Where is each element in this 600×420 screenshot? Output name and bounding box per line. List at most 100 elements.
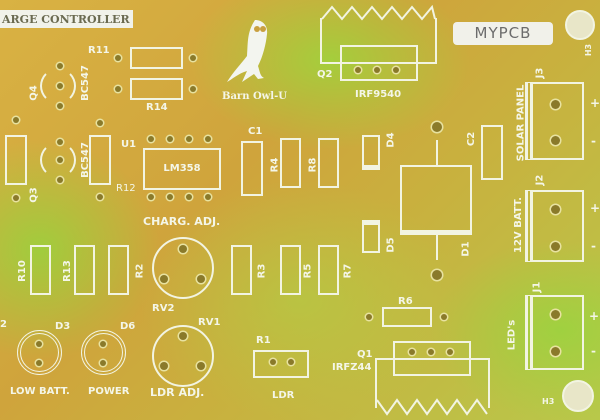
pad bbox=[13, 195, 19, 201]
r4-ref: R4 bbox=[269, 157, 281, 173]
brand-badge: MYPCB bbox=[453, 22, 553, 45]
connector-j3[interactable] bbox=[525, 82, 584, 160]
resistor-r3 bbox=[231, 245, 252, 295]
connector-j2[interactable] bbox=[525, 190, 584, 262]
q2-part: IRF9540 bbox=[355, 89, 402, 100]
pad bbox=[205, 194, 211, 200]
pad bbox=[13, 117, 19, 123]
r2-ref: R2 bbox=[134, 263, 146, 279]
pad bbox=[551, 100, 560, 109]
d6-ref: D6 bbox=[120, 321, 136, 332]
j2-plus: + bbox=[590, 201, 600, 215]
pad bbox=[441, 314, 447, 320]
capacitor-c1 bbox=[241, 141, 263, 196]
capacitor-c2 bbox=[481, 125, 503, 180]
j3-label: SOLAR PANEL bbox=[515, 84, 527, 162]
pad bbox=[186, 194, 192, 200]
left-edge-ref: 2 bbox=[0, 319, 7, 330]
title-banner: ARGE CONTROLLER bbox=[0, 10, 133, 28]
pad bbox=[148, 194, 154, 200]
j2-minus: - bbox=[591, 239, 596, 253]
resistor-r8 bbox=[318, 138, 339, 188]
pad bbox=[409, 349, 415, 355]
rv2-label: CHARG. ADJ. bbox=[143, 215, 221, 228]
d3-ref: D3 bbox=[55, 321, 71, 332]
j2-ref: J2 bbox=[534, 174, 546, 186]
pad bbox=[447, 349, 453, 355]
pad bbox=[167, 136, 173, 142]
pad bbox=[428, 349, 434, 355]
pad bbox=[366, 314, 372, 320]
d5-ref: D5 bbox=[385, 237, 397, 253]
pad bbox=[97, 194, 103, 200]
heatsink-q2 bbox=[320, 18, 437, 64]
resistor-r2 bbox=[108, 245, 129, 295]
resistor-r5 bbox=[280, 245, 301, 295]
resistor-r6 bbox=[382, 307, 432, 327]
d6-label: POWER bbox=[88, 386, 130, 397]
u1-part: LM358 bbox=[163, 163, 201, 174]
r7-ref: R7 bbox=[342, 263, 354, 279]
lead bbox=[436, 235, 438, 260]
potentiometer-rv2[interactable] bbox=[152, 237, 214, 299]
q2-ref: Q2 bbox=[317, 69, 333, 80]
transistor-q4 bbox=[40, 68, 76, 104]
pad bbox=[197, 275, 205, 283]
pad bbox=[551, 205, 560, 214]
led-d6 bbox=[81, 330, 126, 375]
r1-ref: R1 bbox=[256, 335, 271, 346]
q3-ref: Q3 bbox=[28, 187, 40, 203]
q4-ref: Q4 bbox=[28, 85, 40, 101]
r5-ref: R5 bbox=[302, 263, 314, 279]
j2-label: 12V BATT. bbox=[512, 197, 524, 253]
pad bbox=[374, 67, 380, 73]
pad bbox=[288, 359, 294, 365]
pad bbox=[551, 310, 560, 319]
resistor-r10 bbox=[30, 245, 51, 295]
heatsink-q1 bbox=[375, 358, 490, 408]
resistor-r7 bbox=[318, 245, 339, 295]
pad bbox=[57, 103, 63, 109]
pad bbox=[355, 67, 361, 73]
pad bbox=[160, 362, 168, 370]
j3-minus: - bbox=[591, 134, 596, 148]
resistor-r14 bbox=[130, 78, 183, 100]
c2-ref: C2 bbox=[466, 131, 478, 147]
resistor-r11 bbox=[130, 47, 183, 69]
d3-label: LOW BATT. bbox=[10, 386, 70, 397]
rv1-ref: RV1 bbox=[198, 317, 221, 328]
pad bbox=[186, 136, 192, 142]
r11-ref: R11 bbox=[88, 45, 110, 56]
ldr-connector bbox=[253, 350, 309, 378]
ic-u1: LM358 bbox=[143, 148, 221, 190]
heatsink-fins bbox=[321, 5, 436, 21]
mount-hole-label: H3 bbox=[542, 397, 555, 406]
pad bbox=[432, 122, 442, 132]
mount-hole-top bbox=[565, 10, 595, 40]
pad bbox=[197, 362, 205, 370]
rv1-label: LDR ADJ. bbox=[150, 386, 205, 399]
pad bbox=[551, 136, 560, 145]
q1-ref: Q1 bbox=[357, 349, 373, 360]
pad bbox=[57, 63, 63, 69]
pad bbox=[551, 347, 560, 356]
heatsink-fins bbox=[376, 398, 488, 416]
pad bbox=[36, 341, 42, 347]
pad bbox=[100, 341, 106, 347]
j1-minus: - bbox=[591, 344, 596, 358]
r13-ref: R13 bbox=[61, 260, 73, 282]
pad bbox=[190, 55, 196, 61]
pad bbox=[36, 360, 42, 366]
potentiometer-rv1[interactable] bbox=[152, 325, 214, 387]
q1-part: IRFZ44 bbox=[332, 362, 372, 373]
pad bbox=[179, 245, 187, 253]
pad bbox=[190, 86, 196, 92]
connector-j1[interactable] bbox=[525, 295, 584, 370]
pad bbox=[160, 275, 168, 283]
d1-ref: D1 bbox=[460, 241, 472, 257]
pad bbox=[100, 360, 106, 366]
pad bbox=[57, 139, 63, 145]
diode-d1 bbox=[400, 165, 472, 235]
ldr-label: LDR bbox=[272, 390, 295, 401]
